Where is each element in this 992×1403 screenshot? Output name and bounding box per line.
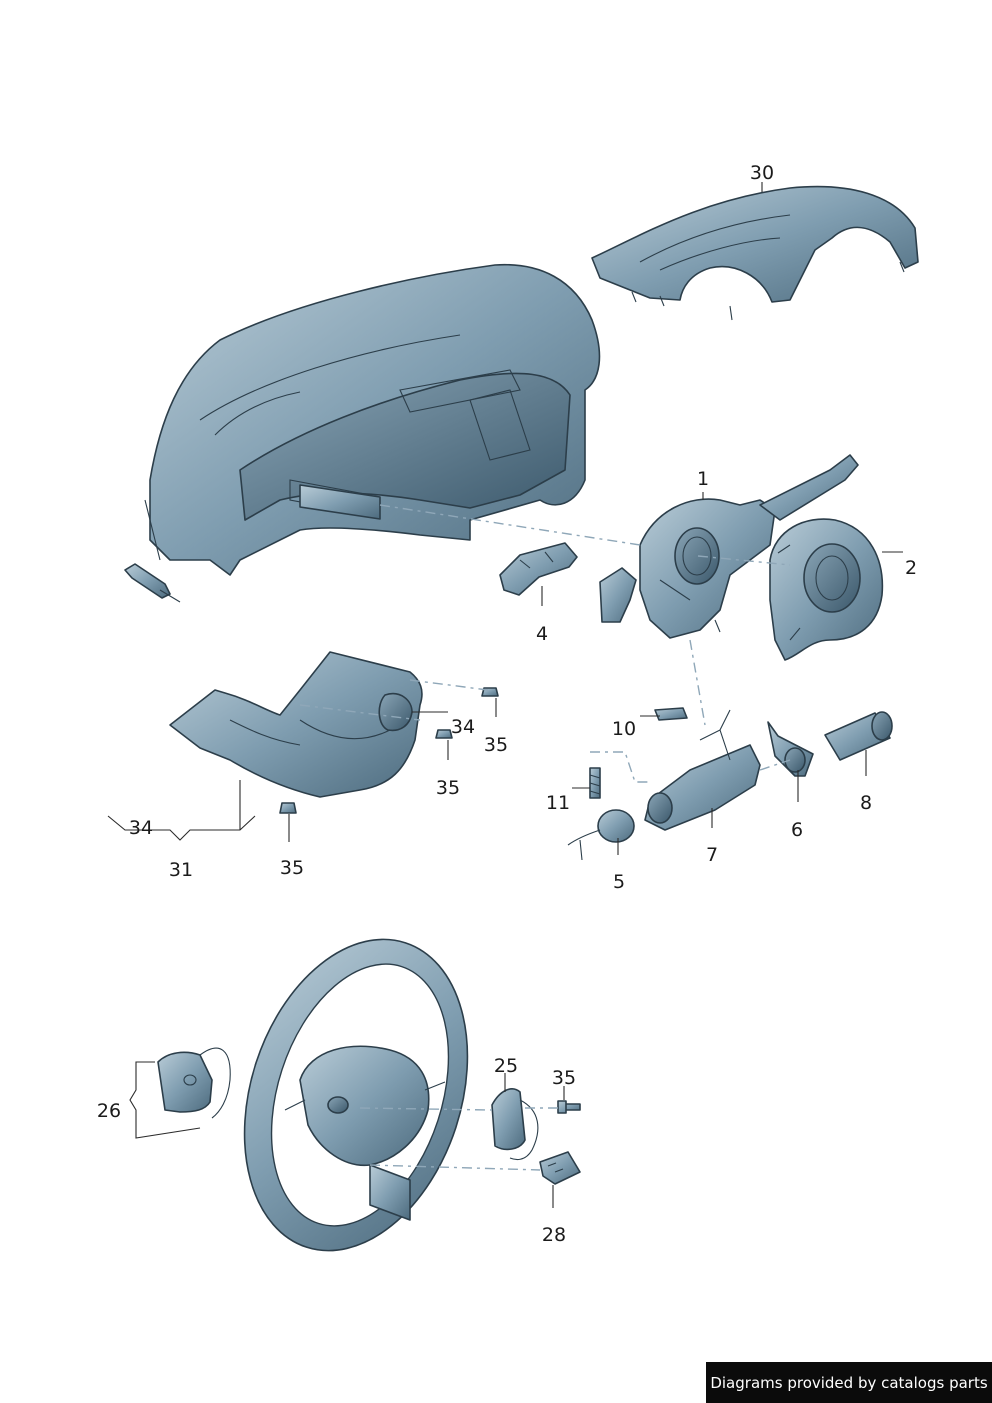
callout-30: 30 — [750, 162, 774, 184]
callout-7: 7 — [706, 844, 718, 866]
part-31-lower-trim — [169, 651, 423, 798]
part-1-combination-switch — [599, 454, 859, 639]
callout-25: 25 — [494, 1055, 518, 1077]
part-2-clock-spring — [769, 518, 884, 661]
callout-6: 6 — [791, 819, 803, 841]
callout-1: 1 — [697, 468, 709, 490]
callout-35-upper: 35 — [484, 734, 508, 756]
assembly-lines — [299, 504, 791, 1171]
callout-35-wheel: 35 — [552, 1067, 576, 1089]
callout-35-lower: 35 — [280, 857, 304, 879]
callout-5: 5 — [613, 871, 625, 893]
part-30-upper-trim — [591, 185, 919, 321]
callout-10: 10 — [612, 718, 636, 740]
part-35-screw-b — [435, 729, 453, 739]
callout-11: 11 — [546, 792, 570, 814]
callout-31: 31 — [169, 859, 193, 881]
part-6-bracket — [767, 721, 814, 777]
part-dashboard — [124, 263, 601, 603]
callout-26: 26 — [97, 1100, 121, 1122]
part-25-switch-right — [491, 1088, 539, 1161]
callouts: 30 1 2 4 10 34 35 35 11 8 34 6 7 31 35 5… — [97, 162, 917, 1246]
part-10-connector — [654, 707, 688, 721]
part-35-screw-c — [279, 802, 297, 814]
part-26-switch-left — [157, 1047, 231, 1119]
part-4-bracket — [499, 542, 578, 596]
part-11-bolt — [589, 767, 601, 799]
part-28-button-module — [539, 1151, 581, 1185]
footer-credit-badge: Diagrams provided by catalogs parts — [706, 1362, 992, 1403]
callout-28: 28 — [542, 1224, 566, 1246]
callout-8: 8 — [860, 792, 872, 814]
callout-2: 2 — [905, 557, 917, 579]
callout-35-middle: 35 — [436, 777, 460, 799]
part-5-ignition-switch — [567, 809, 635, 861]
callout-34-upper: 34 — [451, 716, 475, 738]
part-steering-wheel — [243, 938, 469, 1252]
callout-34-lower: 34 — [129, 817, 153, 839]
callout-4: 4 — [536, 623, 548, 645]
part-8-lock-cylinder — [824, 711, 893, 761]
part-7-lock-housing — [644, 709, 761, 831]
footer-credit-text: Diagrams provided by catalogs parts — [710, 1373, 988, 1392]
leader-lines — [107, 182, 903, 1208]
part-35-screw-d — [557, 1100, 581, 1114]
